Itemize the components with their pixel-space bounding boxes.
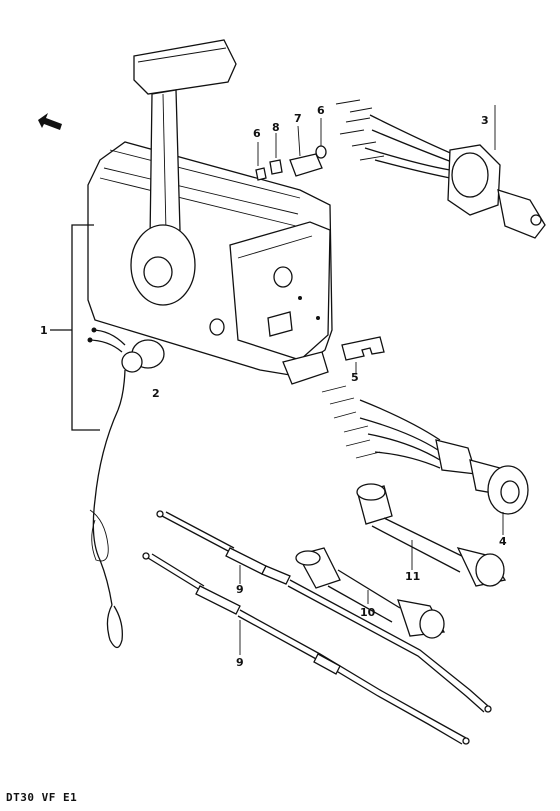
- callout-labels: 1 2 3 4 5 6 6 7 8 9 9 10 11: [40, 104, 507, 669]
- part-2-switch: [87, 327, 165, 649]
- part-1-bracket: [50, 224, 100, 431]
- part-5-clip: [341, 336, 385, 373]
- part-11-extension-harness: [356, 483, 507, 587]
- callout-6-right: 6: [317, 104, 325, 117]
- callout-9-lower: 9: [236, 656, 244, 669]
- callout-6-left: 6: [253, 127, 261, 140]
- part-3-ignition-switch: [335, 99, 546, 239]
- callout-11: 11: [405, 570, 420, 583]
- callout-1: 1: [40, 324, 48, 337]
- callout-10: 10: [360, 606, 376, 619]
- callout-7: 7: [294, 112, 302, 125]
- throttle-lever: [130, 39, 237, 306]
- callout-9-upper: 9: [236, 583, 244, 596]
- callout-8: 8: [272, 121, 280, 134]
- diagram-reference-code: DT30 VF E1: [6, 791, 78, 804]
- callout-5: 5: [351, 371, 359, 384]
- callout-2: 2: [152, 387, 160, 400]
- part-10-connector: [295, 547, 446, 639]
- part-4-harness-connector: [321, 385, 529, 535]
- part-9-control-cable-upper: [156, 510, 492, 713]
- callout-3: 3: [481, 114, 489, 127]
- small-parts-6-7-8: [255, 118, 327, 181]
- part-9-control-cable-lower: [142, 552, 470, 745]
- forward-arrow-icon: [38, 113, 62, 130]
- remote-control-box: [87, 141, 333, 385]
- callout-4: 4: [499, 535, 507, 548]
